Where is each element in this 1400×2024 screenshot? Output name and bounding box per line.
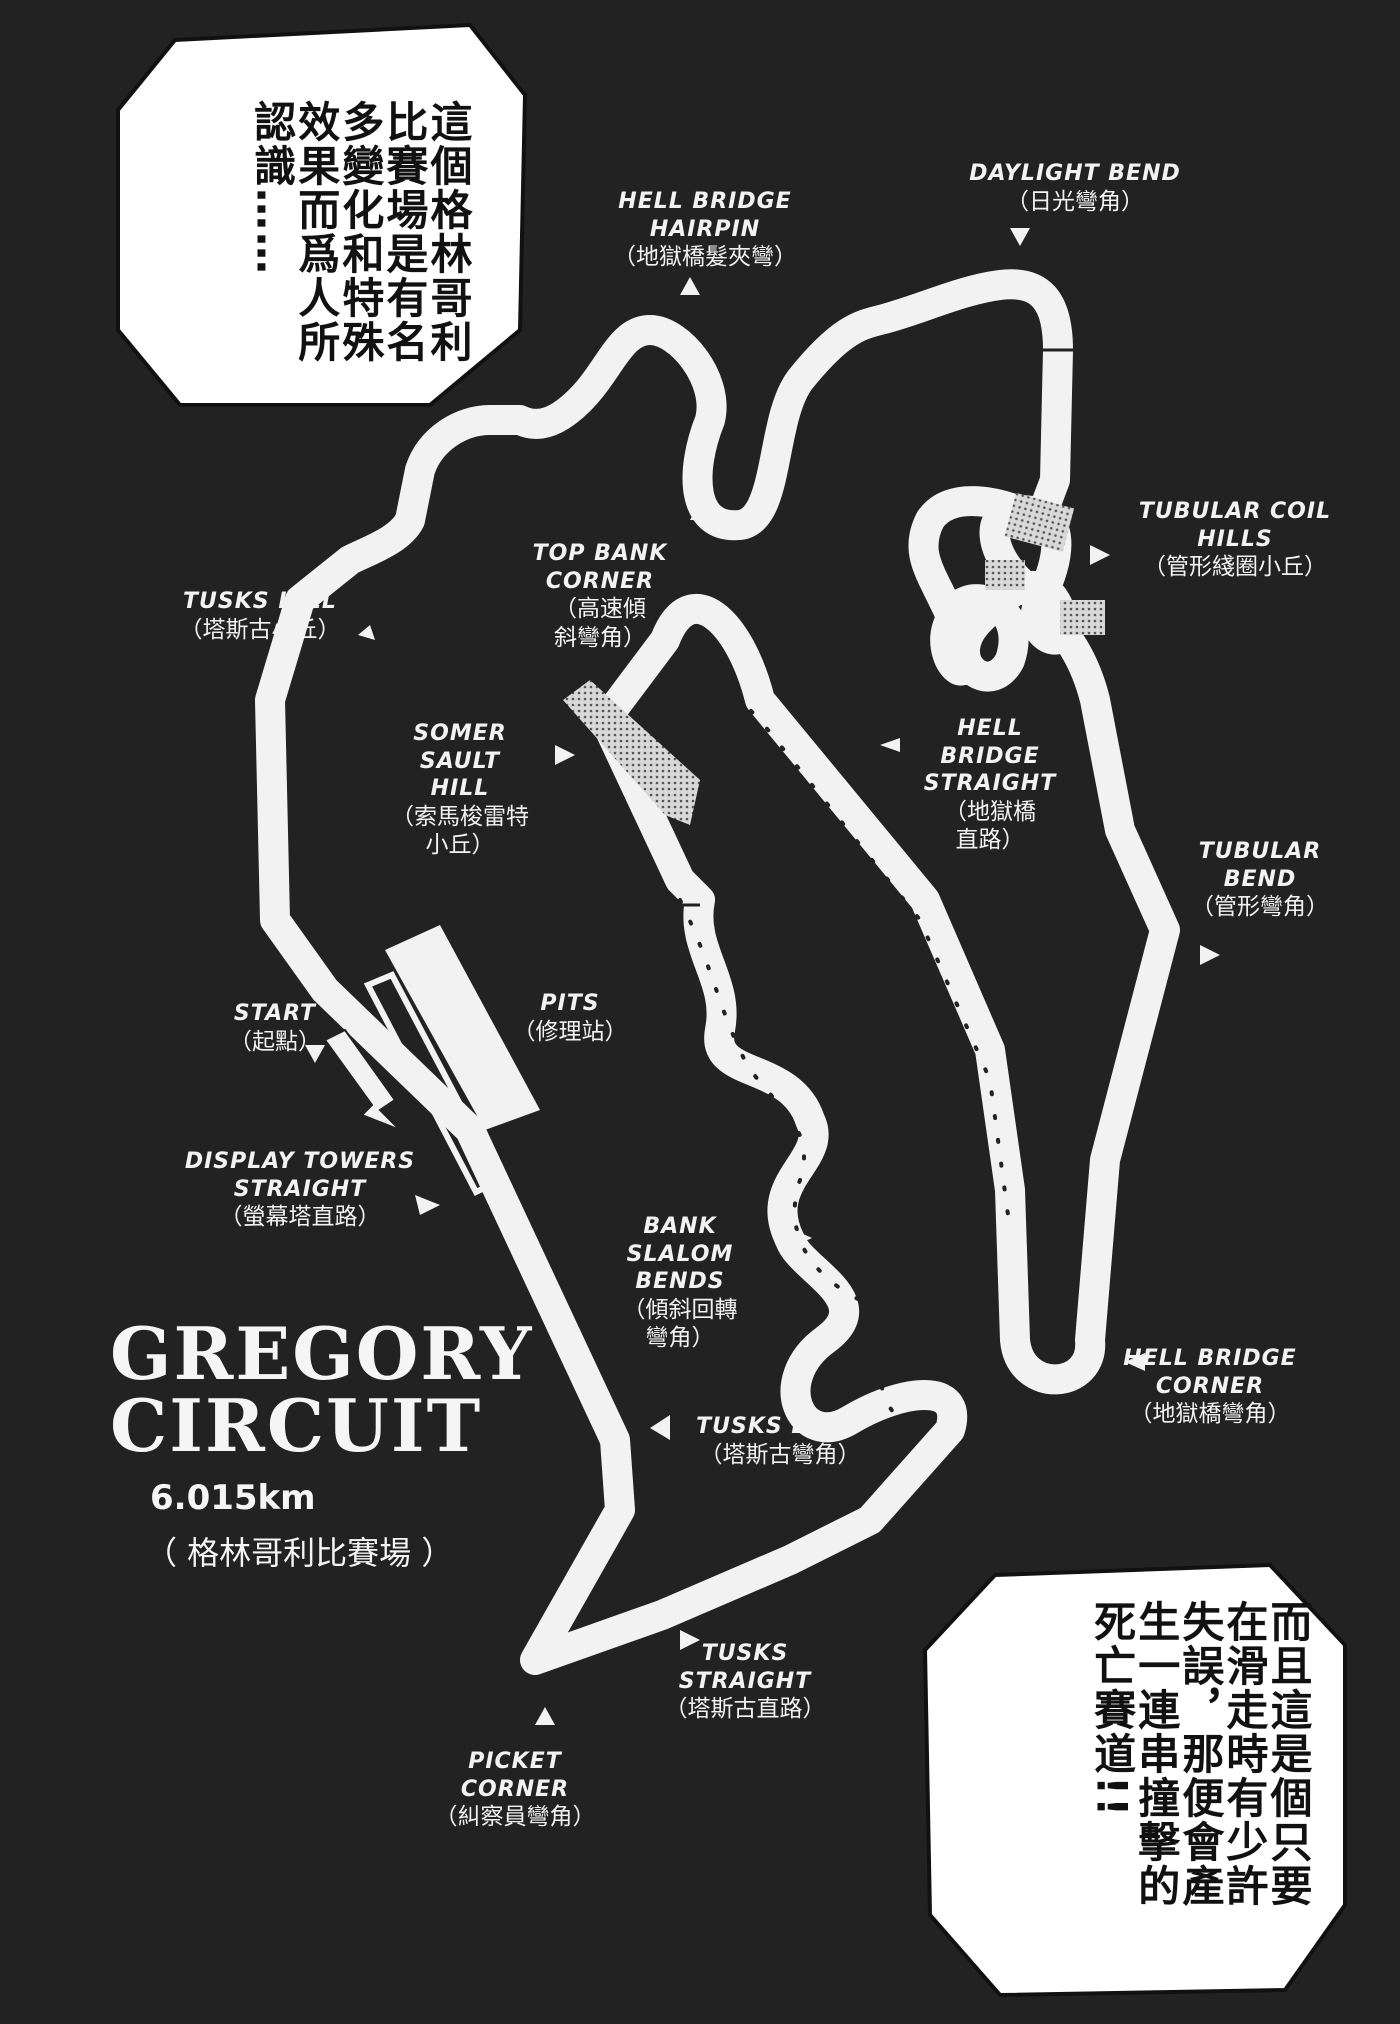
label-tubular-coil-hills: TUBULAR COIL HILLS （管形綫圈小丘） <box>1120 498 1350 582</box>
label-display-towers-straight: DISPLAY TOWERS STRAIGHT （螢幕塔直路） <box>180 1148 420 1232</box>
circuit-title: GREGORY CIRCUIT <box>110 1318 533 1462</box>
label-zh: （地獄橋彎角） <box>1129 1401 1291 1427</box>
label-en: HELL BRIDGE CORNER <box>1123 1346 1297 1399</box>
label-en: TUBULAR COIL HILLS <box>1138 499 1332 552</box>
label-zh: （塔斯古彎角） <box>699 1441 861 1468</box>
label-zh: （管形彎角） <box>1191 894 1329 920</box>
pointer-tusks-hill <box>358 625 375 640</box>
label-en: HELL BRIDGE HAIRPIN <box>618 189 792 242</box>
circuit-title-line1: GREGORY <box>110 1311 534 1396</box>
label-en: HELL BRIDGE STRAIGHT <box>923 716 1057 796</box>
label-picket-corner: PICKET CORNER （糾察員彎角） <box>430 1748 600 1832</box>
speech-bubble-bottom <box>922 1562 1347 1998</box>
label-tusks-straight: TUSKS STRAIGHT （塔斯古直路） <box>660 1640 830 1724</box>
label-en: PICKET CORNER <box>460 1749 570 1802</box>
label-en: BANK SLALOM BENDS <box>626 1214 734 1294</box>
label-zh: （管形綫圈小丘） <box>1143 554 1327 580</box>
label-zh: （糾察員彎角） <box>434 1804 596 1830</box>
track-centre-dots-slalom <box>678 898 902 1422</box>
circuit-title-line2: CIRCUIT <box>110 1383 483 1468</box>
label-zh: （塔斯古直路） <box>664 1696 826 1722</box>
label-hell-bridge-hairpin: HELL BRIDGE HAIRPIN （地獄橋髮夾彎） <box>590 188 820 272</box>
label-zh: （地獄橋髮夾彎） <box>613 244 797 270</box>
circuit-length: 6.015km <box>150 1478 316 1518</box>
label-en: DAYLIGHT BEND <box>969 161 1181 186</box>
label-en: TUSKS BEND <box>696 1414 864 1439</box>
label-en: SOMER SAULT HILL <box>413 721 507 801</box>
speech-text-top: 這個格林哥利比賽場是有名多變化和特殊效果而爲人所認識…… <box>247 100 473 364</box>
label-en: TOP BANK CORNER <box>532 541 668 594</box>
label-zh: （日光彎角） <box>1006 188 1144 215</box>
pointer-bank-slalom <box>790 1228 812 1248</box>
banking-patch-top-bank <box>563 680 700 825</box>
label-zh: （高速傾 斜彎角） <box>554 596 646 651</box>
pointer-tubular-coil-hills <box>1090 545 1110 565</box>
label-zh: （地獄橋 直路） <box>944 798 1036 854</box>
pointer-tusks-straight <box>680 1630 700 1650</box>
pointer-picket-corner <box>535 1707 555 1725</box>
pointer-hell-bridge-straight <box>880 738 900 752</box>
pointer-hell-bridge-hairpin <box>680 277 700 295</box>
pointer-hell-bridge-corner <box>1125 1353 1145 1371</box>
label-tubular-bend: TUBULAR BEND （管形彎角） <box>1180 838 1340 922</box>
label-en: TUSKS STRAIGHT <box>678 1641 812 1694</box>
label-start: START （起點） <box>215 1000 335 1056</box>
pointer-somer-sault-hill <box>555 745 575 765</box>
pointer-start <box>305 1045 325 1063</box>
pointer-display-towers <box>415 1195 440 1215</box>
start-arrow <box>323 1028 401 1131</box>
label-tusks-bend: TUSKS BEND （塔斯古彎角） <box>680 1413 880 1469</box>
label-daylight-bend: DAYLIGHT BEND （日光彎角） <box>960 160 1190 216</box>
pit-building <box>385 925 540 1130</box>
pointer-tusks-bend <box>650 1415 670 1440</box>
speech-text-bottom: 而且這是個只要在滑走時有少許失誤，那便會產生一連串撞擊的死亡賽道!! <box>1087 1600 1313 1908</box>
label-bank-slalom-bends: BANK SLALOM BENDS （傾斜回轉 彎角） <box>590 1213 770 1353</box>
label-en: TUSKS HILL <box>183 589 337 614</box>
circuit-track <box>255 269 1180 1675</box>
pointer-triangles <box>305 228 1220 1725</box>
banking-patch-coil-2 <box>985 560 1025 590</box>
label-tusks-hill: TUSKS HILL （塔斯古小丘） <box>170 588 350 644</box>
label-top-bank-corner: TOP BANK CORNER （高速傾 斜彎角） <box>520 540 680 653</box>
circuit-title-zh: （ 格林哥利比賽場 ） <box>145 1534 454 1572</box>
label-en: TUBULAR BEND <box>1198 839 1322 892</box>
banking-patch-coil-1 <box>1004 492 1075 552</box>
label-pits: PITS （修理站） <box>505 990 635 1046</box>
banking-patch-coil-3 <box>1060 600 1105 635</box>
speech-bubble-top <box>116 22 528 407</box>
label-zh: （索馬梭雷特 小丘） <box>391 803 529 859</box>
label-en: START <box>233 1001 317 1026</box>
label-en: DISPLAY TOWERS STRAIGHT <box>184 1149 416 1202</box>
label-hell-bridge-straight: HELL BRIDGE STRAIGHT （地獄橋 直路） <box>910 715 1070 855</box>
pit-lane <box>363 971 505 1197</box>
pointer-daylight-bend <box>1010 228 1030 246</box>
label-zh: （螢幕塔直路） <box>219 1204 381 1230</box>
label-zh: （修理站） <box>512 1018 628 1045</box>
label-zh: （塔斯古小丘） <box>179 616 341 643</box>
pointer-top-bank-corner <box>690 502 710 520</box>
pointer-tubular-bend <box>1200 945 1220 965</box>
label-en: PITS <box>540 991 600 1016</box>
label-zh: （傾斜回轉 彎角） <box>622 1296 738 1352</box>
label-somer-sault-hill: SOMER SAULT HILL （索馬梭雷特 小丘） <box>370 720 550 860</box>
label-hell-bridge-corner: HELL BRIDGE CORNER （地獄橋彎角） <box>1120 1345 1300 1429</box>
label-zh: （起點） <box>229 1028 321 1055</box>
